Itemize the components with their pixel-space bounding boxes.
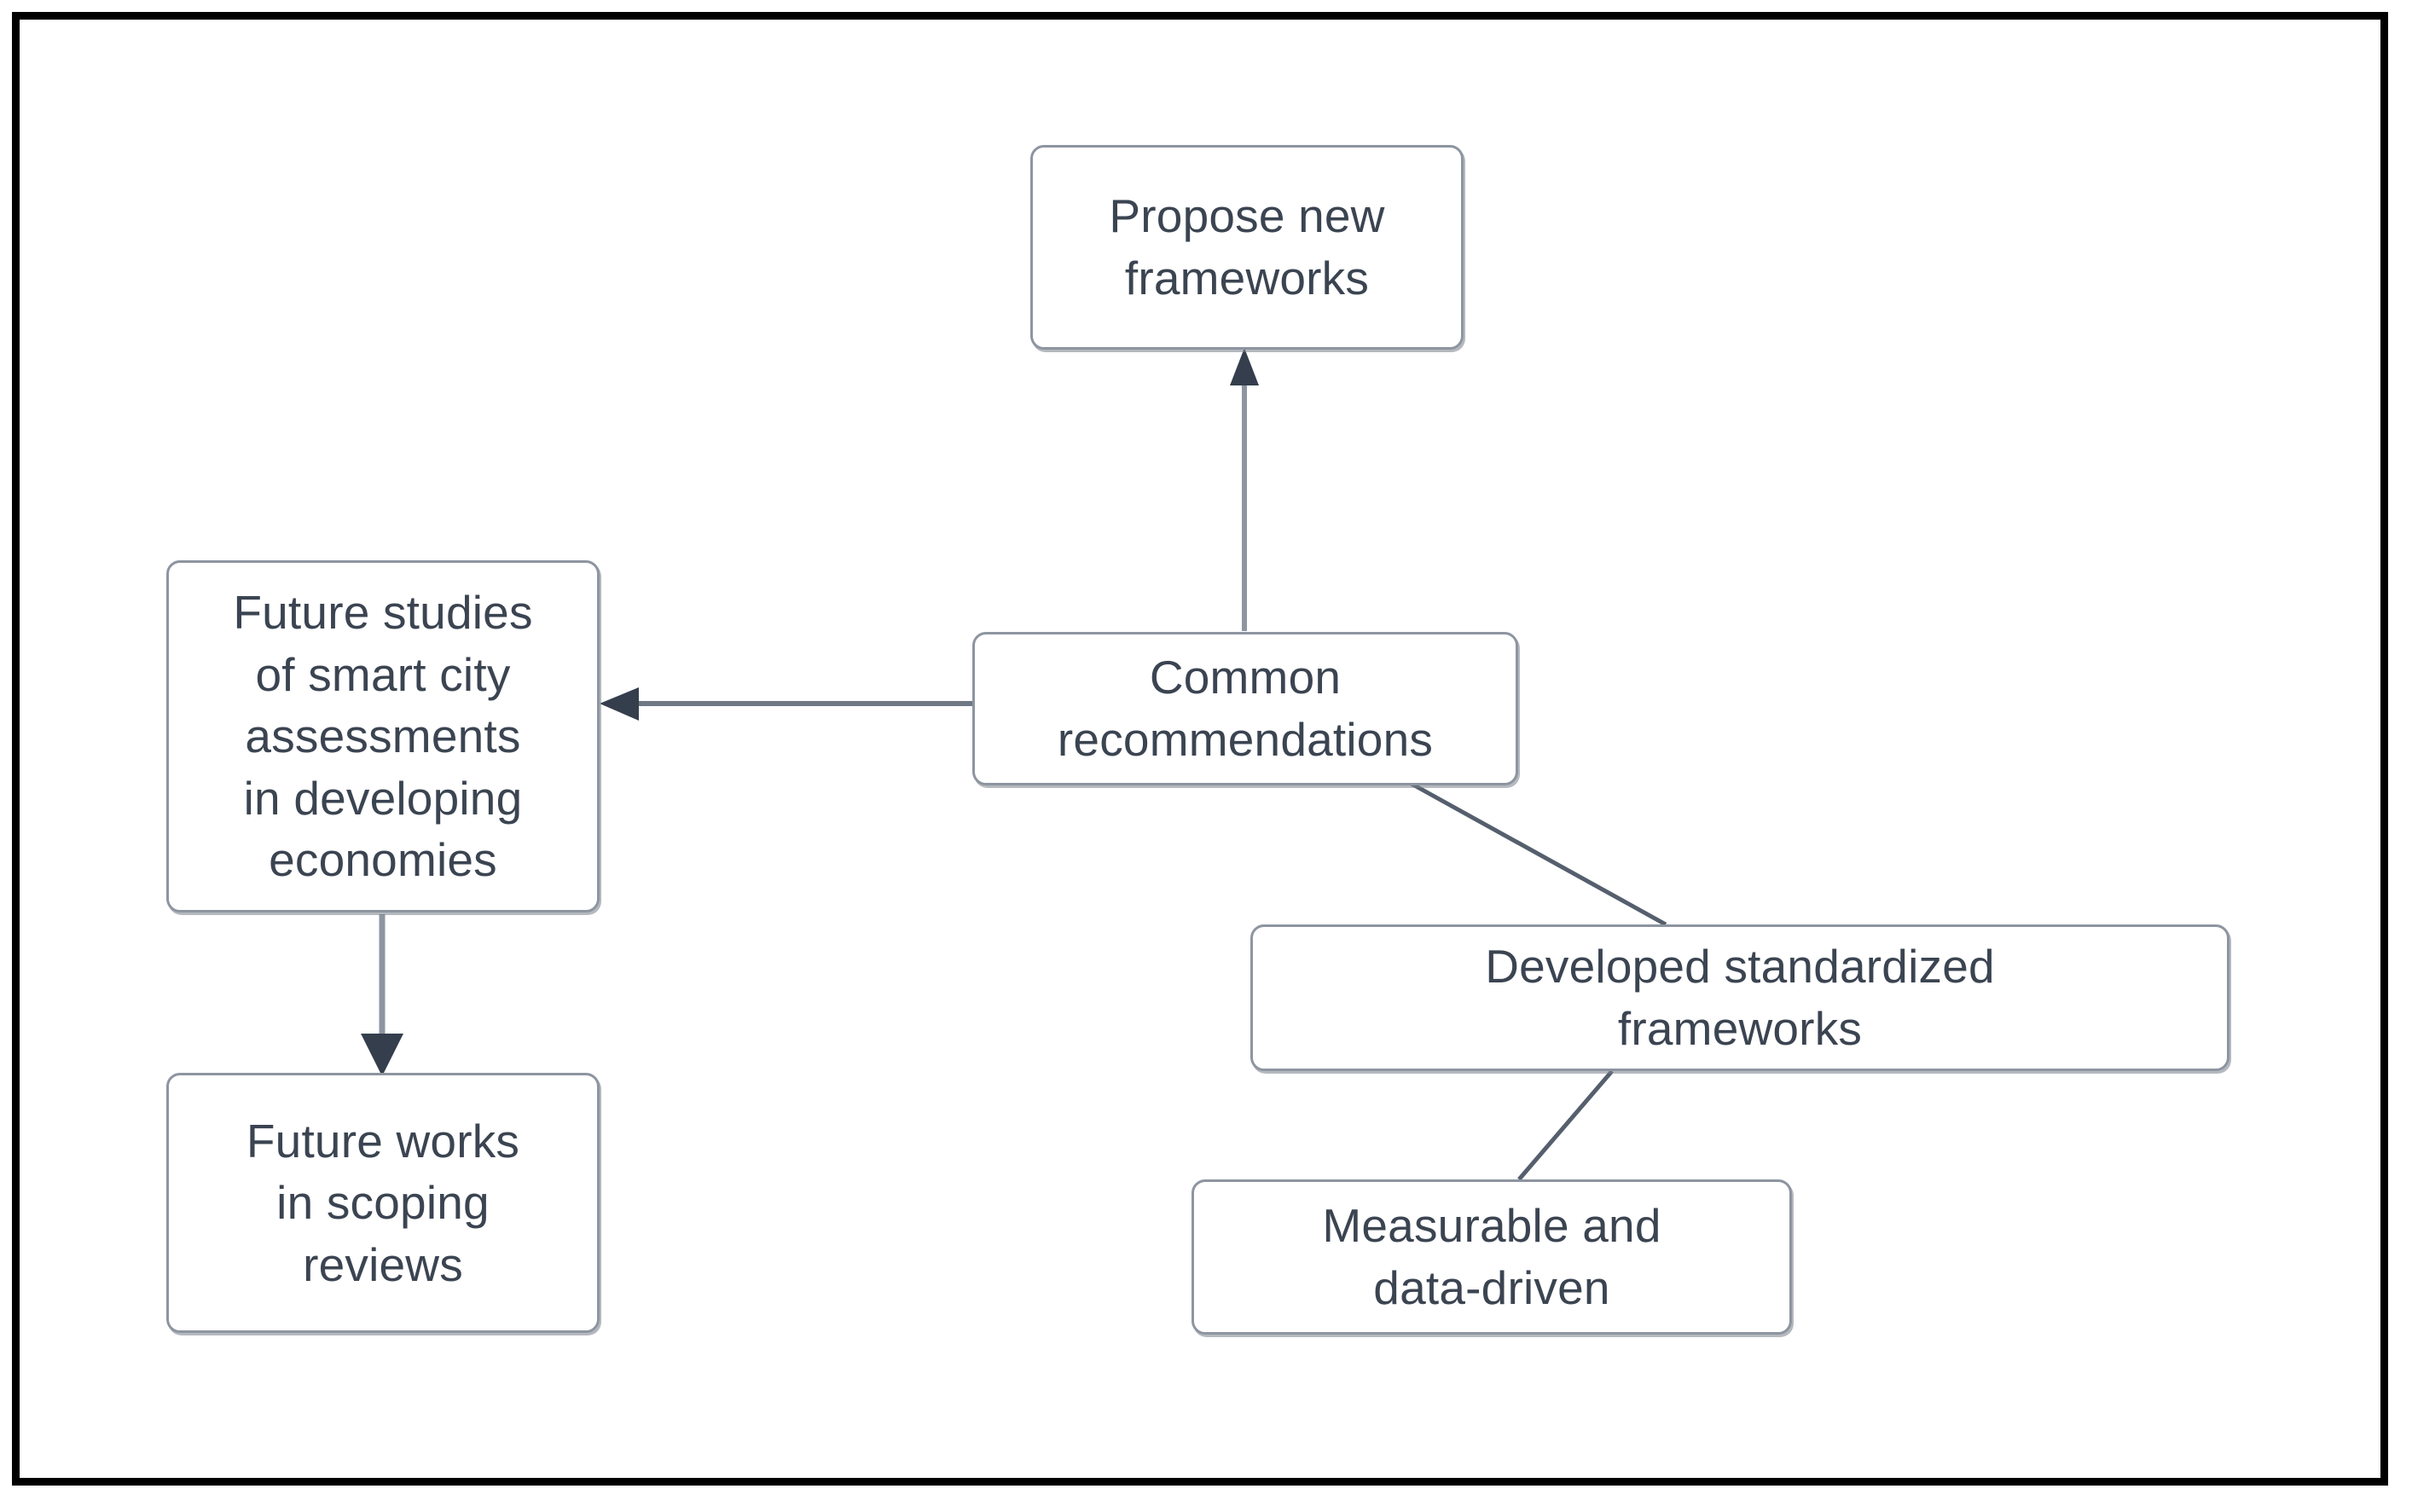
node-future-works[interactable]: Future works in scoping reviews <box>166 1073 600 1333</box>
node-label: Common recommendations <box>1057 651 1434 766</box>
node-label: Developed standardized frameworks <box>1485 940 1995 1055</box>
node-label: Future studies of smart city assessments… <box>233 586 533 887</box>
node-label: Propose new frameworks <box>1109 189 1385 304</box>
node-label: Future works in scoping reviews <box>246 1114 520 1291</box>
node-label: Measurable and data-driven <box>1322 1199 1661 1314</box>
node-propose-new-frameworks[interactable]: Propose new frameworks <box>1030 145 1464 350</box>
node-common-recommendations[interactable]: Common recommendations <box>972 632 1518 785</box>
node-measurable-data-driven[interactable]: Measurable and data-driven <box>1192 1179 1792 1335</box>
node-future-studies[interactable]: Future studies of smart city assessments… <box>166 560 600 912</box>
node-developed-standardized-frameworks[interactable]: Developed standardized frameworks <box>1250 924 2229 1071</box>
